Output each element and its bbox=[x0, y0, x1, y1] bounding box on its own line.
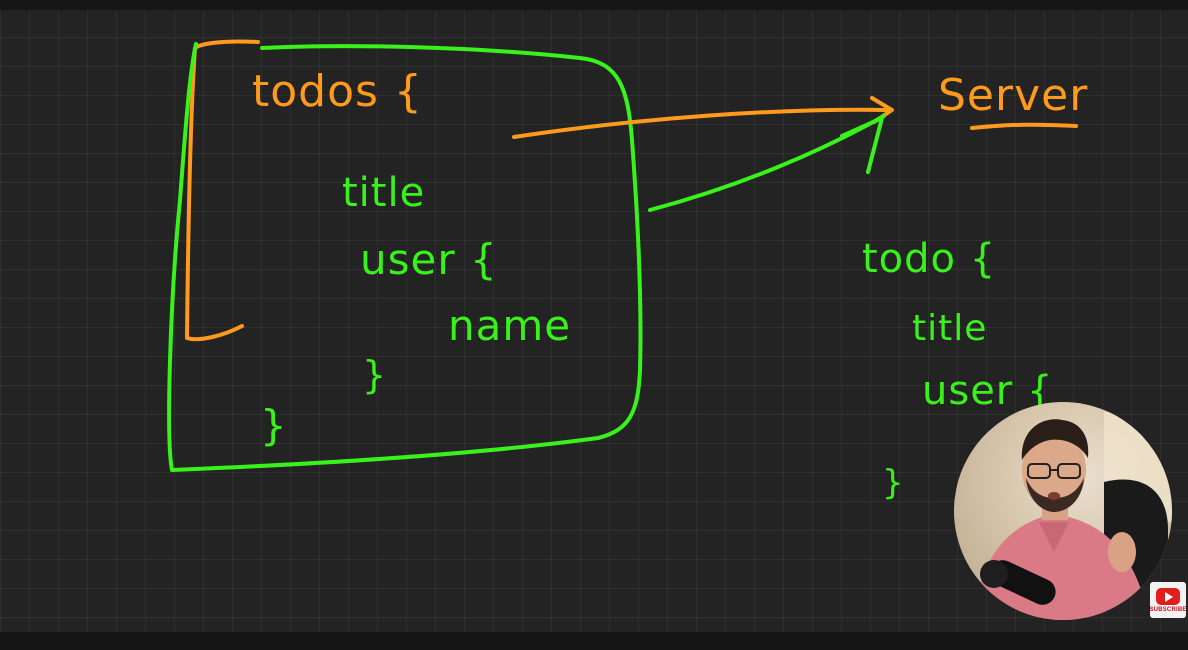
todo-label: todo { bbox=[862, 236, 996, 282]
subscribe-label: SUBSCRIBE bbox=[1149, 606, 1187, 613]
request-arrow bbox=[512, 107, 892, 139]
server-label: Server bbox=[938, 70, 1088, 121]
todo-title-label: title bbox=[912, 308, 987, 349]
selection-box bbox=[167, 42, 643, 472]
youtube-icon bbox=[1156, 587, 1180, 605]
response-arrow-head bbox=[840, 116, 884, 174]
user-close-brace: } bbox=[362, 353, 387, 397]
todo-close-brace: } bbox=[882, 463, 905, 503]
title-label: title bbox=[342, 170, 425, 216]
bottom-bar bbox=[0, 632, 1188, 650]
array-bracket bbox=[185, 39, 260, 342]
presenter-image bbox=[974, 412, 1172, 620]
user-label: user { bbox=[360, 235, 498, 284]
subscribe-button[interactable]: SUBSCRIBE bbox=[1149, 582, 1187, 618]
response-arrow bbox=[648, 114, 886, 212]
todos-label: todos { bbox=[252, 66, 423, 117]
server-underline bbox=[970, 122, 1078, 130]
name-label: name bbox=[448, 301, 571, 350]
top-bar bbox=[0, 0, 1188, 10]
presenter-webcam bbox=[954, 402, 1172, 620]
todos-close-brace: } bbox=[260, 401, 288, 450]
